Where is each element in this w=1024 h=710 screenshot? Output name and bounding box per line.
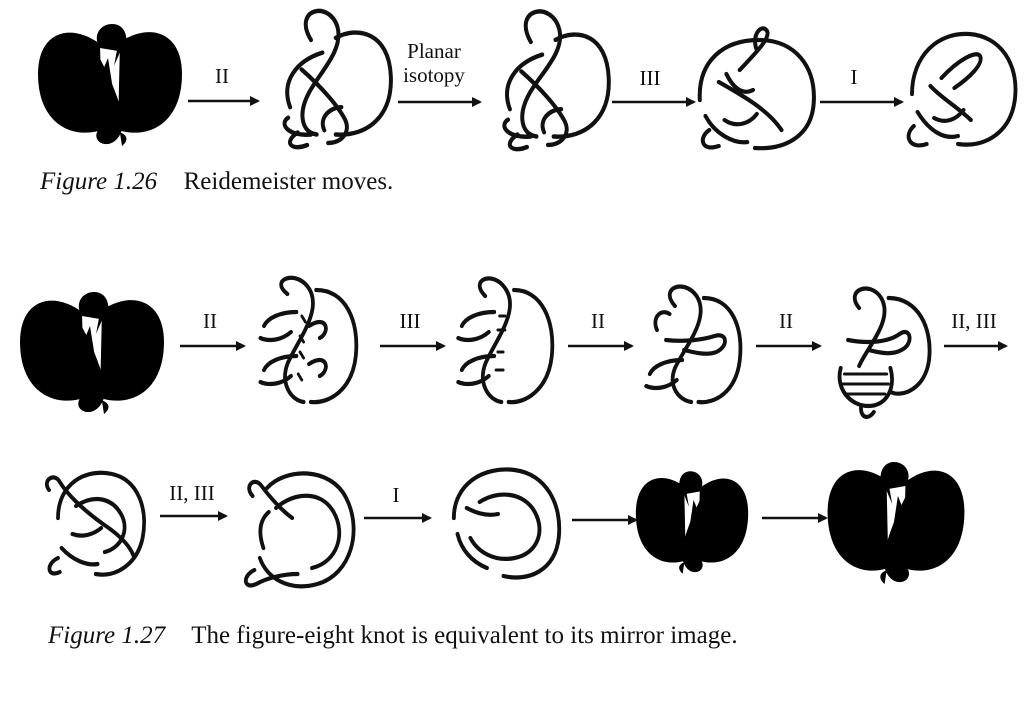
fig126-knot-2 [282, 8, 393, 150]
fig126-move-label-5: I [851, 65, 858, 89]
fig126-move-label-1: II [215, 64, 229, 88]
fig127-row1-knot-3 [456, 276, 555, 405]
fig127-row1-knot-2 [258, 275, 359, 405]
fig126-move-label-4: III [640, 66, 661, 90]
fig127-row1-move-label-4: II [779, 309, 793, 333]
fig127-row1-move-label-5: II, III [951, 309, 996, 333]
fig127-row1-move-label-1: II [203, 309, 217, 333]
fig127-row1-move-label-2: III [400, 309, 421, 333]
fig126-knot-1 [38, 24, 182, 146]
fig126-knot-5 [906, 31, 1018, 148]
fig126-knot-4 [697, 26, 816, 151]
fig127-caption-text: The figure-eight knot is equivalent to i… [191, 622, 738, 649]
fig127-row2-knot-2 [243, 471, 356, 589]
fig127-row2-knot-1 [45, 470, 146, 577]
fig126-label: Figure 1.26 [40, 168, 158, 195]
fig126-move-label-3: isotopy [403, 63, 465, 87]
fig127-row1-move-label-3: II [591, 309, 605, 333]
fig127-row1-knot-4 [644, 284, 743, 405]
fig127-row2-knot-4 [635, 471, 749, 574]
fig127-row1-knot-5 [837, 286, 932, 419]
fig127-label: Figure 1.27 [48, 622, 166, 649]
fig126-caption-text: Reidemeister moves. [183, 168, 394, 195]
fig127-row2-knot-5 [827, 462, 965, 584]
fig127-caption: Figure 1.27 The figure-eight knot is equ… [48, 622, 738, 650]
fig126-caption: Figure 1.26 Reidemeister moves. [40, 168, 393, 196]
fig126-move-label-2: Planar [407, 39, 461, 63]
fig127-row2-move-label-2: I [393, 483, 400, 507]
fig126-knot-3 [502, 9, 611, 152]
fig127-row1-knot-1 [20, 292, 164, 414]
fig127-row2-knot-3 [451, 467, 562, 580]
fig127-row2-move-label-1: II, III [169, 481, 214, 505]
